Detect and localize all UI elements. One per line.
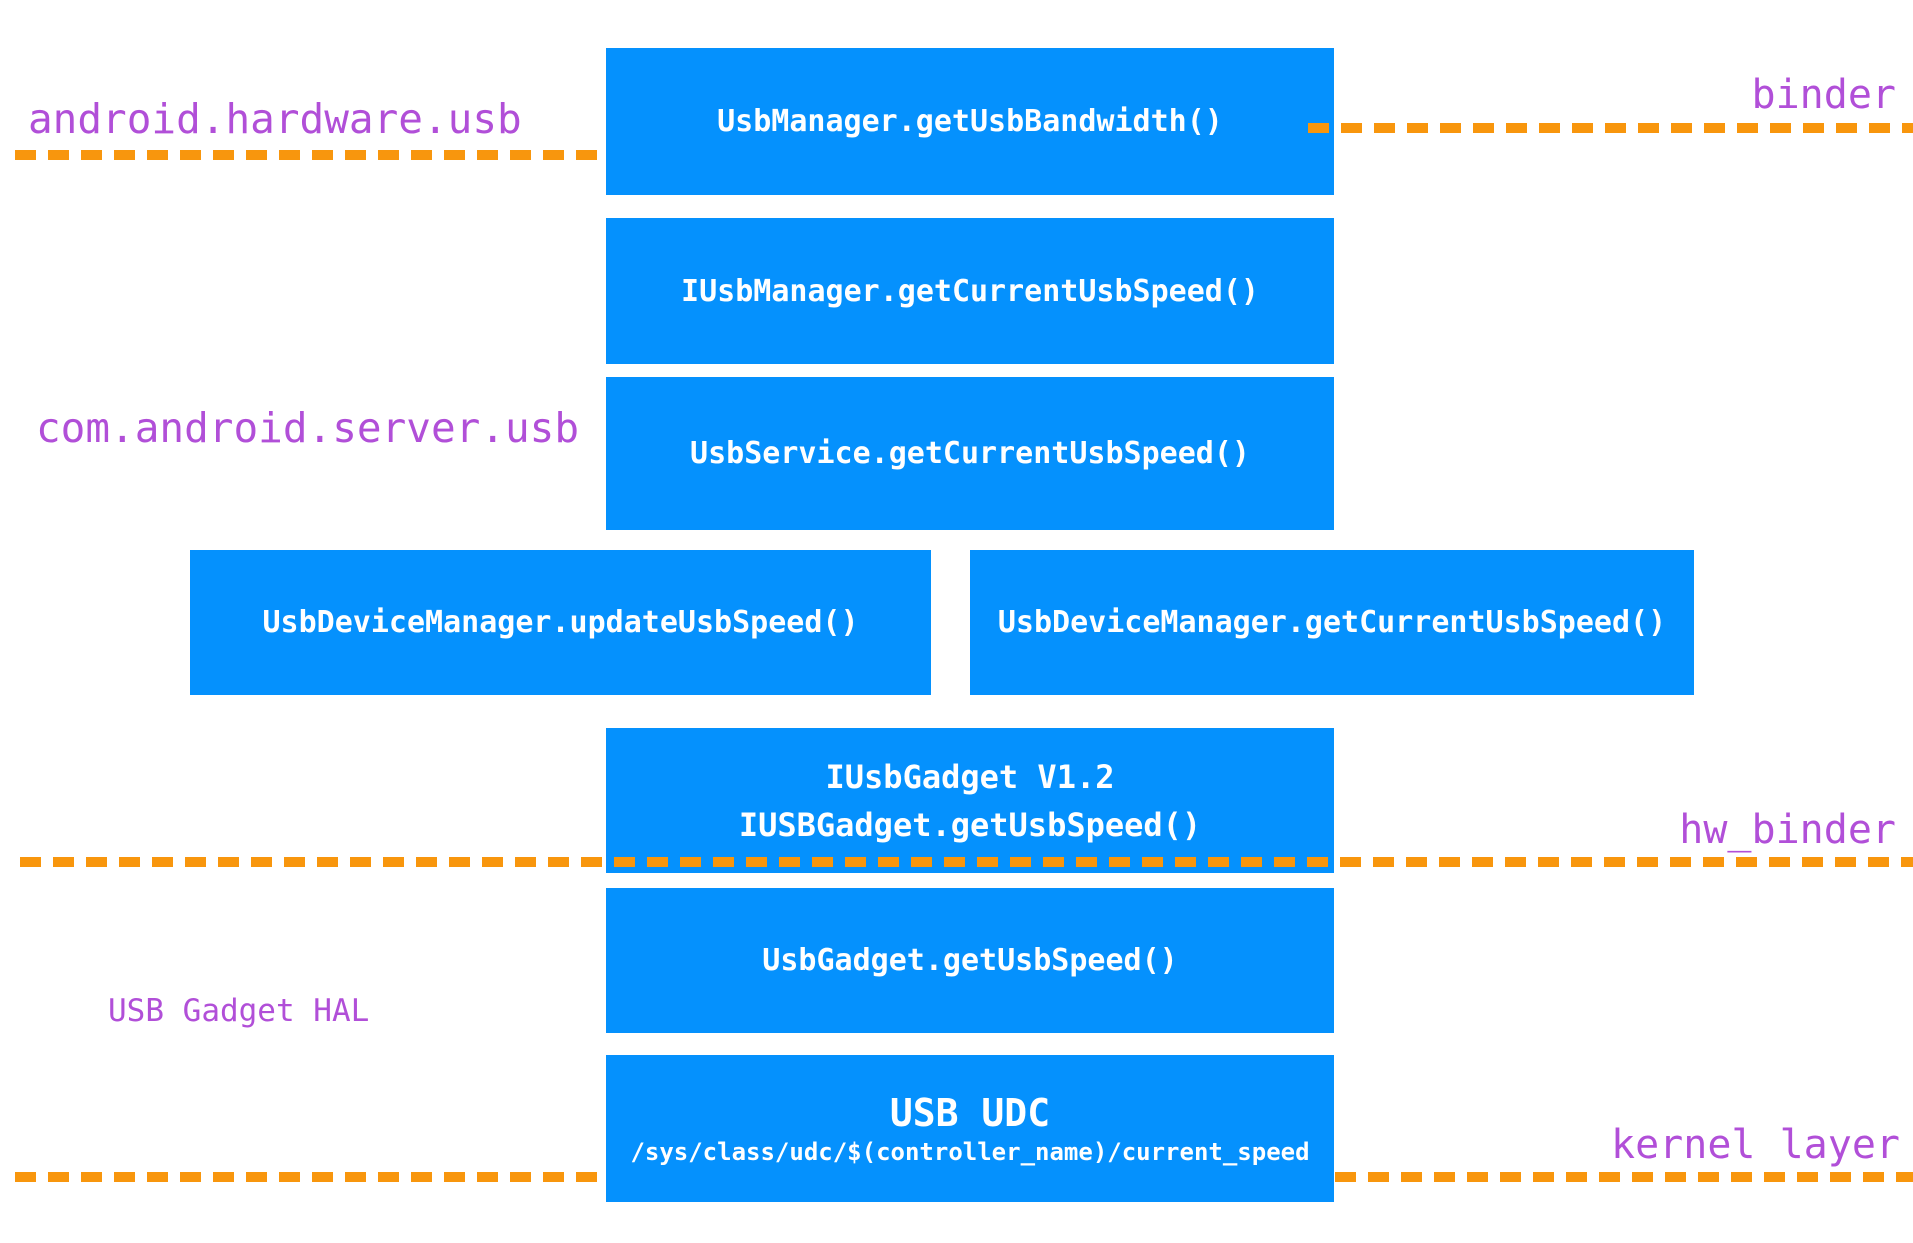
box-usbservice-text: UsbService.getCurrentUsbSpeed() — [690, 436, 1250, 471]
box-iusbgadget-method-text: IUSBGadget.getUsbSpeed() — [738, 805, 1202, 844]
box-usbgadget-text: UsbGadget.getUsbSpeed() — [762, 943, 1178, 978]
box-iusbgadget-version-text: IUsbGadget V1.2 — [825, 757, 1115, 796]
label-hw-binder: hw_binder — [1679, 807, 1896, 853]
binder-boundary-line-left — [15, 150, 605, 160]
label-com-android-server-usb: com.android.server.usb — [36, 404, 580, 452]
box-usbdevicemanager-getcurrentusbspeed: UsbDeviceManager.getCurrentUsbSpeed() — [970, 550, 1694, 695]
box-usbdevicemanager-update-text: UsbDeviceManager.updateUsbSpeed() — [262, 605, 859, 640]
hw-binder-boundary-line — [20, 857, 1913, 867]
box-iusbmanager-text: IUsbManager.getCurrentUsbSpeed() — [681, 273, 1259, 309]
binder-boundary-line-right — [1308, 123, 1913, 133]
box-usbdevicemanager-get-text: UsbDeviceManager.getCurrentUsbSpeed() — [997, 605, 1667, 640]
label-binder: binder — [1751, 72, 1897, 118]
box-usb-udc-title: USB UDC — [889, 1090, 1051, 1135]
box-iusbgadget: IUsbGadget V1.2 IUSBGadget.getUsbSpeed() — [606, 728, 1334, 873]
box-usbmanager-text: UsbManager.getUsbBandwidth() — [717, 104, 1223, 139]
box-usb-udc-sysfs-path: /sys/class/udc/$(controller_name)/curren… — [630, 1137, 1310, 1166]
box-usbmanager-getusbbandwidth: UsbManager.getUsbBandwidth() — [606, 48, 1334, 195]
box-usb-udc: USB UDC /sys/class/udc/$(controller_name… — [606, 1055, 1334, 1202]
label-kernel-layer: kernel layer — [1611, 1122, 1900, 1168]
label-usb-gadget-hal: USB Gadget HAL — [108, 993, 370, 1029]
box-iusbmanager-getcurrentusbspeed: IUsbManager.getCurrentUsbSpeed() — [606, 218, 1334, 364]
box-usbservice-getcurrentusbspeed: UsbService.getCurrentUsbSpeed() — [606, 377, 1334, 530]
box-usbdevicemanager-updateusbspeed: UsbDeviceManager.updateUsbSpeed() — [190, 550, 931, 695]
label-android-hardware-usb: android.hardware.usb — [28, 95, 522, 143]
box-usbgadget-getusbspeed: UsbGadget.getUsbSpeed() — [606, 888, 1334, 1033]
